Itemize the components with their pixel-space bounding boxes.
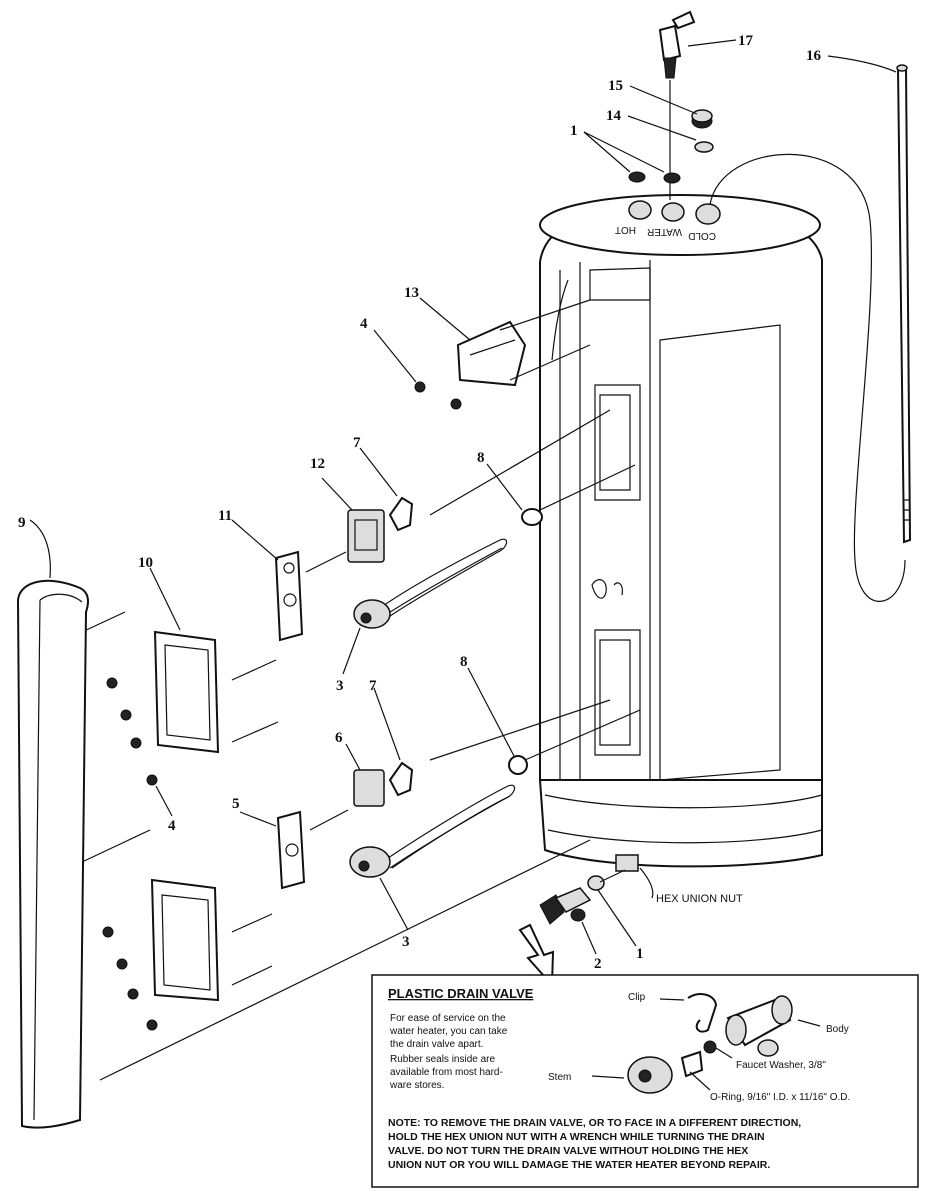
callout-7-bottom: 7 [369,678,377,694]
drain-box-title: PLASTIC DRAIN VALVE [388,986,534,1001]
drain-valve-assembly [539,875,605,925]
callout-8-top: 8 [477,450,485,466]
drain-box-intro-line: water heater, you can take [389,1026,508,1037]
drain-box-intro-line: For ease of service on the [390,1013,506,1024]
callout-2: 2 [594,956,602,972]
pressure-relief-valve [658,10,696,200]
screw-top [414,381,462,410]
drain-box-intro: For ease of service on the water heater,… [389,1013,508,1091]
drain-box-intro-line: available from most hard- [390,1067,503,1078]
part-label-faucet-washer: Faucet Washer, 3/8" [736,1060,826,1071]
anode-rod [896,64,912,544]
gasket-upper [521,508,543,526]
drain-box-intro-line: ware stores. [389,1080,444,1091]
lower-insulation-plate [276,810,306,890]
part-label-o-ring: O-Ring, 9/16" I.D. x 11/16" O.D. [710,1092,850,1103]
callout-13: 13 [404,285,419,301]
drain-box-intro-line: the drain valve apart. [390,1039,483,1050]
callout-17: 17 [738,33,754,49]
callout-6: 6 [335,730,343,746]
callout-11: 11 [218,508,232,524]
washer-ring [694,141,714,153]
drain-valve-detail-drawing [627,993,793,1094]
hex-union-nut-label: HEX UNION NUT [656,893,743,905]
inlet-label-water: WATER [647,226,682,237]
part-label-stem: Stem [548,1072,571,1083]
callout-7-top: 7 [353,435,361,451]
callout-3-top: 3 [336,678,344,694]
inlet-label-hot: HOT [615,224,636,235]
heat-trap-left [628,171,646,183]
callout-1-top: 1 [570,123,578,139]
callout-16: 16 [806,48,822,64]
callout-leaders [29,39,897,955]
lower-heating-element [349,784,516,878]
callout-14: 14 [606,108,622,124]
lower-access-cover [150,878,220,1002]
upper-thermostat [347,509,385,563]
thermostat-bracket-lower [388,761,414,797]
anode-tube-loop [709,153,906,602]
front-jacket-panel [16,579,89,1129]
drain-box-note-line: VALVE. DO NOT TURN THE DRAIN VALVE WITHO… [388,1145,748,1157]
thermostat-bracket-upper [388,496,414,532]
drain-box-note: NOTE: TO REMOVE THE DRAIN VALVE, OR TO F… [388,1117,801,1171]
lower-thermostat [353,769,385,807]
heat-trap-right [663,172,681,184]
mounting-bracket [456,320,527,387]
callout-3-bottom: 3 [402,934,410,950]
callout-4-bottom: 4 [168,818,176,834]
screws-lower-cover [102,926,158,1031]
inlet-label-cold: COLD [688,230,716,241]
drain-box-intro-line: Rubber seals inside are [390,1054,495,1065]
callout-15: 15 [608,78,623,94]
callout-12: 12 [310,456,325,472]
upper-heating-element [353,538,508,629]
nipple-fitting [691,109,713,129]
callout-4-top: 4 [360,316,368,332]
gasket-lower [508,755,528,775]
callout-9: 9 [18,515,26,531]
part-label-body: Body [826,1024,849,1035]
callout-8-bottom: 8 [460,654,468,670]
part-label-clip: Clip [628,992,646,1003]
upper-insulation-plate [274,550,304,642]
callout-1-bottom: 1 [636,946,644,962]
drain-box-note-line: NOTE: TO REMOVE THE DRAIN VALVE, OR TO F… [388,1117,801,1129]
drain-box-note-line: UNION NUT OR YOU WILL DAMAGE THE WATER H… [388,1159,770,1171]
callout-10: 10 [138,555,153,571]
screws-upper-cover [106,677,158,786]
callout-5: 5 [232,796,240,812]
upper-access-cover [153,630,220,754]
water-heater-tank [538,194,823,872]
drain-box-note-line: HOLD THE HEX UNION NUT WITH A WRENCH WHI… [388,1131,765,1143]
detail-arrow [518,923,555,988]
